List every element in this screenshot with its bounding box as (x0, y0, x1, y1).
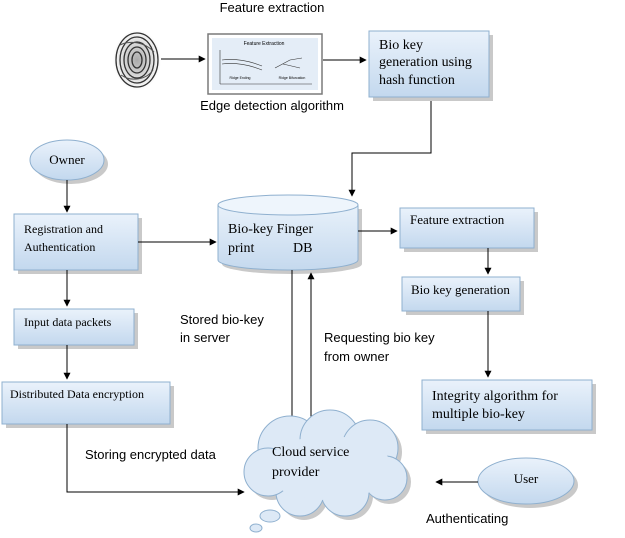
edge-detection-label: Edge detection algorithm (200, 98, 344, 113)
cloud-line1: Cloud service (272, 445, 349, 460)
integrity-box: Integrity algorithm for multiple bio-key (421, 379, 596, 434)
input-packets-box: Input data packets (13, 308, 138, 349)
user-label: User (514, 471, 539, 486)
biokey-generation-label: Bio key generation (411, 282, 510, 297)
cloud-line2: provider (272, 465, 320, 480)
feature-extraction-thumbnail: Feature Extraction Ridge Ending Ridge Bi… (207, 33, 323, 95)
db-label-line1: Bio-key Finger (228, 222, 313, 237)
distributed-encryption-box: Distributed Data encryption (1, 381, 174, 428)
feature-extraction-top-label: Feature extraction (220, 0, 325, 15)
distributed-encryption-label: Distributed Data encryption (10, 387, 144, 401)
db-label-line2b: DB (293, 241, 312, 256)
input-packets-label: Input data packets (24, 315, 112, 329)
thumbnail-caption-right: Ridge Bifurcation (279, 76, 306, 80)
storing-encrypted-label: Storing encrypted data (85, 447, 217, 462)
biokey-generation-box: Bio key generation (401, 276, 524, 315)
fingerprint-icon (113, 30, 161, 90)
thumbnail-caption-left: Ridge Ending (229, 76, 250, 80)
stored-biokey-line1: Stored bio-key (180, 312, 264, 327)
feature-extraction-right-box: Feature extraction (399, 207, 538, 252)
biokey-fingerprint-db: Bio-key Finger print DB (217, 194, 362, 274)
stored-biokey-line2: in server (180, 330, 231, 345)
requesting-line1: Requesting bio key (324, 330, 435, 345)
cloud-service-provider: Cloud service provider (243, 409, 411, 533)
registration-line2: Authentication (24, 240, 95, 254)
biokey-hash-line1: Bio key (379, 38, 423, 53)
user-node: User (477, 457, 578, 508)
owner-label: Owner (49, 152, 85, 167)
feature-extraction-right-label: Feature extraction (410, 212, 505, 227)
integrity-line2: multiple bio-key (432, 407, 525, 422)
integrity-line1: Integrity algorithm for (432, 389, 558, 404)
biokey-hash-line3: hash function (379, 73, 455, 88)
db-label-line2a: print (228, 241, 255, 256)
arrow-encryption-to-cloud (66, 424, 245, 496)
biokey-hash-box: Bio key generation using hash function (368, 30, 493, 101)
biokey-hash-line2: generation using (379, 55, 472, 70)
registration-line1: Registration and (24, 222, 103, 236)
authenticating-label: Authenticating (426, 511, 508, 526)
owner-node: Owner (29, 139, 108, 184)
requesting-line2: from owner (324, 349, 390, 364)
arrow-biokey-hash-to-db (348, 101, 432, 197)
thumbnail-title: Feature Extraction (244, 41, 285, 47)
registration-box: Registration and Authentication (13, 213, 142, 274)
